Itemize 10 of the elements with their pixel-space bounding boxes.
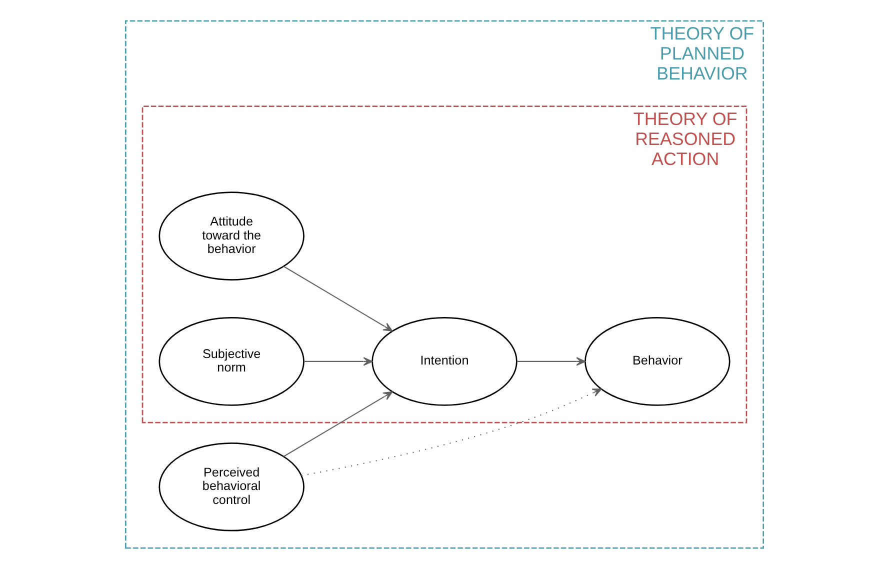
arrow (516, 357, 586, 366)
node-ellipse: Attitude toward the behavior (158, 192, 304, 280)
arrow (282, 266, 392, 332)
arrow (300, 388, 602, 476)
arrow (304, 357, 372, 366)
node-ellipse: Perceived behavioral control (158, 442, 304, 532)
arrow (282, 391, 392, 457)
node-ellipse: Subjective norm (158, 317, 304, 406)
node-ellipse: Behavior (584, 317, 730, 406)
node-ellipse: Intention (371, 317, 517, 406)
